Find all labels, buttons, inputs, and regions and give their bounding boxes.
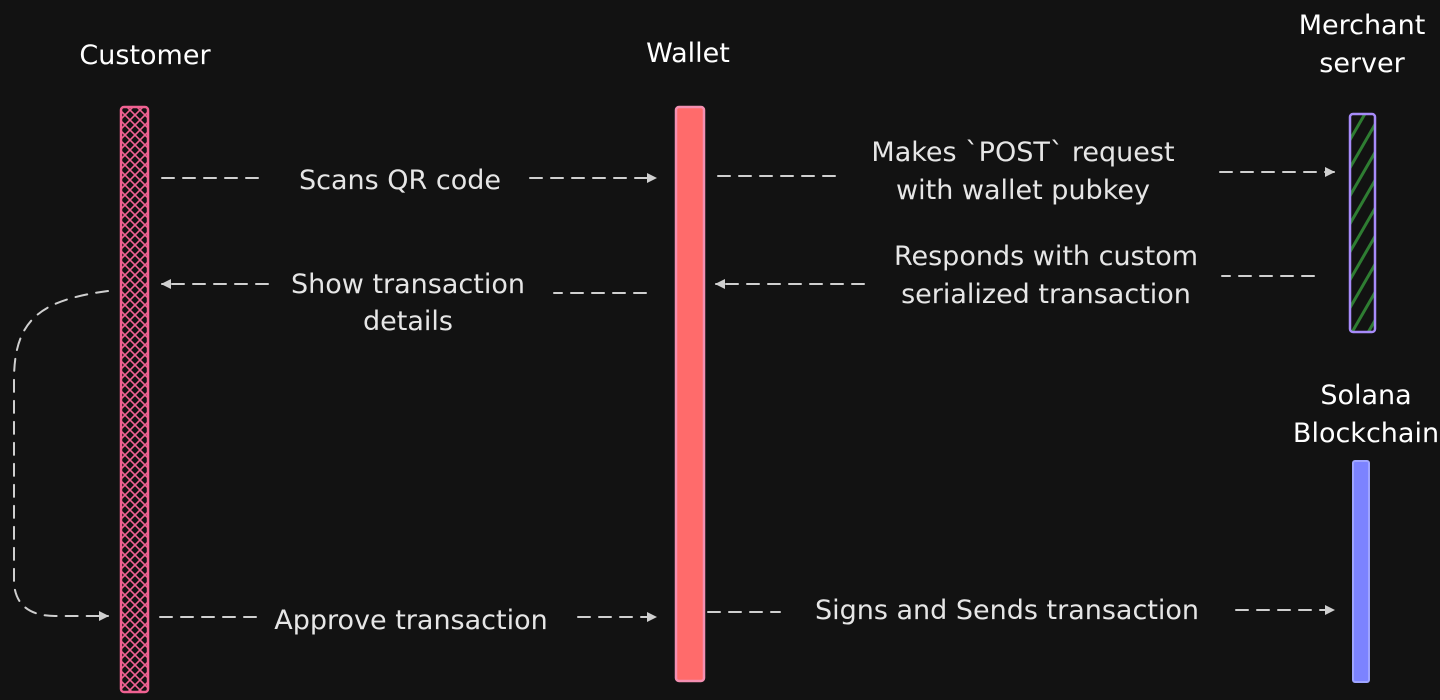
msg-signs: Signs and Sends transaction — [815, 595, 1199, 626]
actor-merchant-line2: server — [1319, 48, 1405, 79]
arrow-self-loop — [13, 290, 109, 621]
msg-responds-line1: Responds with custom — [894, 241, 1198, 272]
msg-show-line2: details — [363, 306, 453, 337]
actor-solana-line1: Solana — [1320, 380, 1411, 411]
actor-wallet: Wallet — [646, 38, 730, 69]
msg-post-line1: Makes `POST` request — [871, 137, 1174, 168]
actor-customer: Customer — [79, 40, 211, 71]
customer-lifeline — [119, 105, 150, 694]
actor-merchant-line1: Merchant — [1299, 10, 1426, 41]
merchant-lifeline — [1348, 112, 1377, 334]
wallet-lifeline — [674, 105, 706, 683]
msg-post-line2: with wallet pubkey — [896, 175, 1150, 206]
solana-lifeline — [1352, 460, 1370, 683]
msg-scan: Scans QR code — [299, 165, 501, 196]
msg-approve: Approve transaction — [274, 605, 547, 636]
actor-solana-line2: Blockchain — [1293, 418, 1439, 449]
msg-show-line1: Show transaction — [291, 269, 525, 300]
msg-responds-line2: serialized transaction — [901, 279, 1191, 310]
